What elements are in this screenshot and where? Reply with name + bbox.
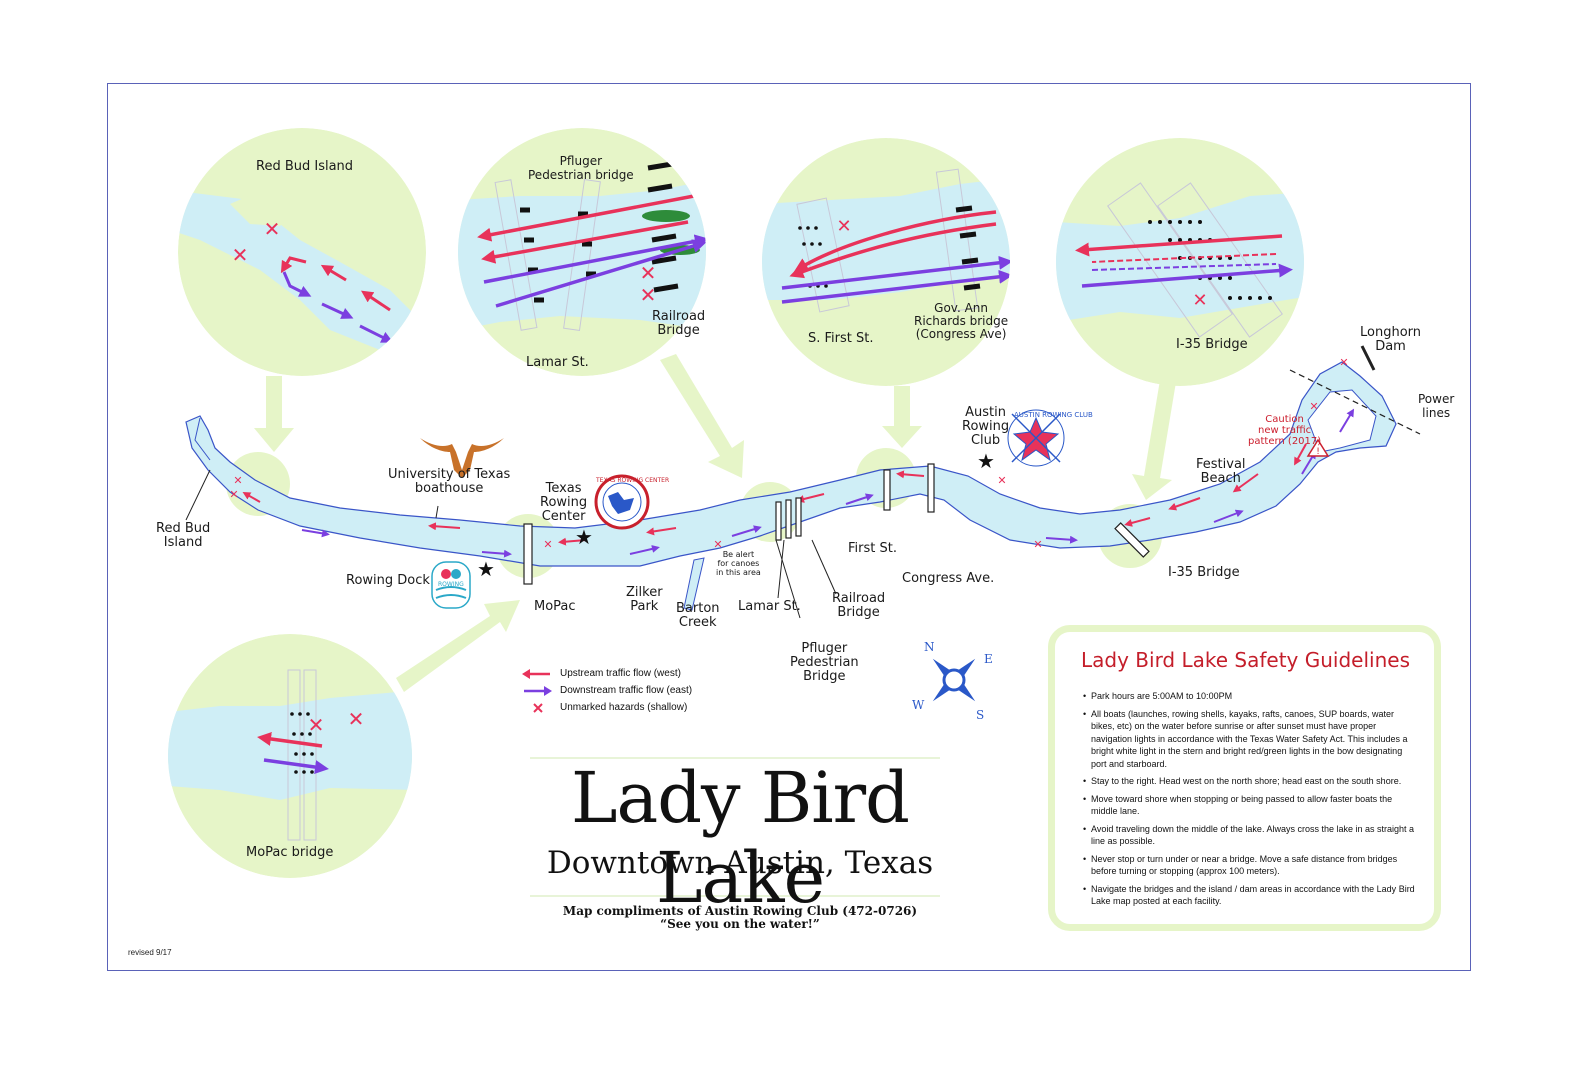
purple-arrow-right-icon [524, 685, 552, 696]
label-first-st: First St. [848, 541, 897, 556]
map-frame [107, 83, 1471, 971]
inset-label-red-bud-island: Red Bud Island [256, 159, 354, 174]
inset-mopac: ✕✕ [168, 634, 412, 878]
guideline-item: Avoid traveling down the middle of the l… [1083, 823, 1418, 848]
svg-text:★: ★ [575, 525, 593, 549]
map-subtitle: Downtown Austin, Texas [546, 845, 934, 881]
svg-text:★: ★ [977, 449, 995, 473]
compass-s: S [976, 708, 985, 722]
legend-downstream-label: Downstream traffic flow (east) [560, 685, 693, 696]
dots [1148, 220, 1272, 300]
guideline-item: Navigate the bridges and the island / da… [1083, 883, 1418, 908]
compass-w: W [912, 698, 925, 712]
legend-upstream-label: Upstream traffic flow (west) [560, 668, 681, 679]
credit: Map compliments of Austin Rowing Club (4… [520, 905, 960, 931]
inset-label-pfluger: Pfluger Pedestrian bridge [528, 154, 634, 182]
legend-upstream: Upstream traffic flow (west) [520, 665, 692, 682]
label-barton-creek: Barton Creek [676, 601, 720, 630]
legend-downstream: Downstream traffic flow (east) [520, 682, 692, 699]
inset-congress: ✕ [762, 138, 1010, 386]
credit-line-1: Map compliments of Austin Rowing Club (4… [562, 904, 918, 918]
label-texas-rowing-center: Texas Rowing Center [540, 481, 588, 524]
label-ut-boathouse: University of Texas boathouse [388, 467, 511, 496]
svg-text:!: ! [1316, 447, 1320, 457]
label-longhorn-dam: Longhorn Dam [1360, 325, 1422, 354]
compass-n: N [924, 640, 935, 654]
svg-text:✕: ✕ [1339, 356, 1348, 369]
svg-text:✕: ✕ [836, 216, 851, 237]
revised-note: revised 9/17 [128, 948, 172, 957]
inset-label-gov-ann: Gov. Ann Richards bridge (Congress Ave) [914, 301, 1009, 341]
inset-label-i35: I-35 Bridge [1176, 337, 1248, 352]
label-congress-ave: Congress Ave. [902, 571, 995, 586]
rowing-dock-logo [431, 561, 471, 609]
svg-text:✕: ✕ [543, 538, 552, 551]
lake-body: ✕✕ ✕✕ ✕✕ ✕✕ ★★★ [185, 345, 1421, 619]
svg-text:✕: ✕ [308, 713, 325, 737]
trc-logo-text: TEXAS ROWING CENTER [596, 477, 670, 484]
guideline-item: All boats (launches, rowing shells, kaya… [1083, 708, 1418, 771]
svg-text:✕: ✕ [264, 217, 281, 241]
label-lamar-st: Lamar St. [738, 599, 801, 614]
texas-rowing-center-logo [594, 474, 650, 530]
austin-rowing-club-logo [1007, 409, 1065, 467]
label-pfluger-bridge: Pfluger Pedestrian Bridge [790, 641, 859, 684]
label-caution: Caution new traffic pattern (2017) [1248, 414, 1322, 447]
label-red-bud-island: Red Bud Island [156, 521, 211, 550]
longhorn-icon [420, 438, 504, 478]
red-arrow-left-icon [522, 668, 550, 679]
guidelines-title: Lady Bird Lake Safety Guidelines [1081, 648, 1410, 672]
guideline-item: Stay to the right. Head west on the nort… [1083, 775, 1418, 788]
credit-line-2: “See you on the water!” [660, 917, 820, 931]
map-title: Lady Bird Lake [571, 757, 910, 919]
svg-text:✕: ✕ [713, 538, 722, 551]
arc-logo-text: AUSTIN ROWING CLUB [1014, 411, 1093, 419]
compass-e: E [984, 652, 993, 666]
svg-text:✕: ✕ [640, 261, 657, 285]
caution-icon: ! [1306, 438, 1330, 457]
svg-text:✕: ✕ [233, 474, 242, 487]
guidelines-list: Park hours are 5:00AM to 10:00PM All boa… [1073, 690, 1418, 908]
label-festival-beach: Festival Beach [1196, 457, 1246, 486]
guideline-item: Never stop or turn under or near a bridg… [1083, 853, 1418, 878]
dock-logo-text: ROWING [438, 581, 464, 588]
compass-rose [932, 658, 976, 702]
label-railroad-bridge: Railroad Bridge [832, 591, 886, 620]
label-mopac: MoPac [534, 599, 576, 614]
inset-pfluger: ✕✕ [458, 128, 706, 376]
svg-text:✕: ✕ [1192, 290, 1207, 311]
safety-guidelines-panel: Lady Bird Lake Safety Guidelines Park ho… [1048, 625, 1441, 931]
inset-label-mopac: MoPac bridge [246, 845, 334, 860]
legend-hazard: Unmarked hazards (shallow) [520, 699, 692, 716]
label-austin-rowing-club: Austin Rowing Club [962, 405, 1010, 448]
inset-label-first-st: S. First St. [808, 331, 874, 346]
legend-hazard-label: Unmarked hazards (shallow) [560, 702, 688, 713]
svg-text:★: ★ [477, 557, 495, 581]
label-power-lines: Power lines [1418, 392, 1455, 420]
svg-text:✕: ✕ [640, 283, 657, 307]
svg-text:✕: ✕ [232, 243, 249, 267]
inset-i35: ✕ [1056, 138, 1304, 386]
label-canoe-alert: Be alert for canoes in this area [716, 550, 761, 577]
svg-text:✕: ✕ [1309, 400, 1318, 413]
inset-label-lamar: Lamar St. [526, 355, 589, 370]
guideline-item: Move toward shore when stopping or being… [1083, 793, 1418, 818]
label-rowing-dock: Rowing Dock [346, 573, 430, 588]
svg-text:✕: ✕ [997, 474, 1006, 487]
legend: Upstream traffic flow (west) Downstream … [520, 665, 692, 716]
red-x-icon [533, 702, 543, 713]
inset-red-bud-island: ✕✕ [178, 128, 426, 376]
label-zilker-park: Zilker Park [626, 585, 663, 614]
svg-text:✕: ✕ [1033, 538, 1042, 551]
inset-label-railroad: Railroad Bridge [652, 309, 706, 338]
label-i35-bridge: I-35 Bridge [1168, 565, 1240, 580]
svg-text:✕: ✕ [348, 707, 365, 731]
svg-text:✕: ✕ [229, 488, 238, 501]
guideline-item: Park hours are 5:00AM to 10:00PM [1083, 690, 1418, 703]
